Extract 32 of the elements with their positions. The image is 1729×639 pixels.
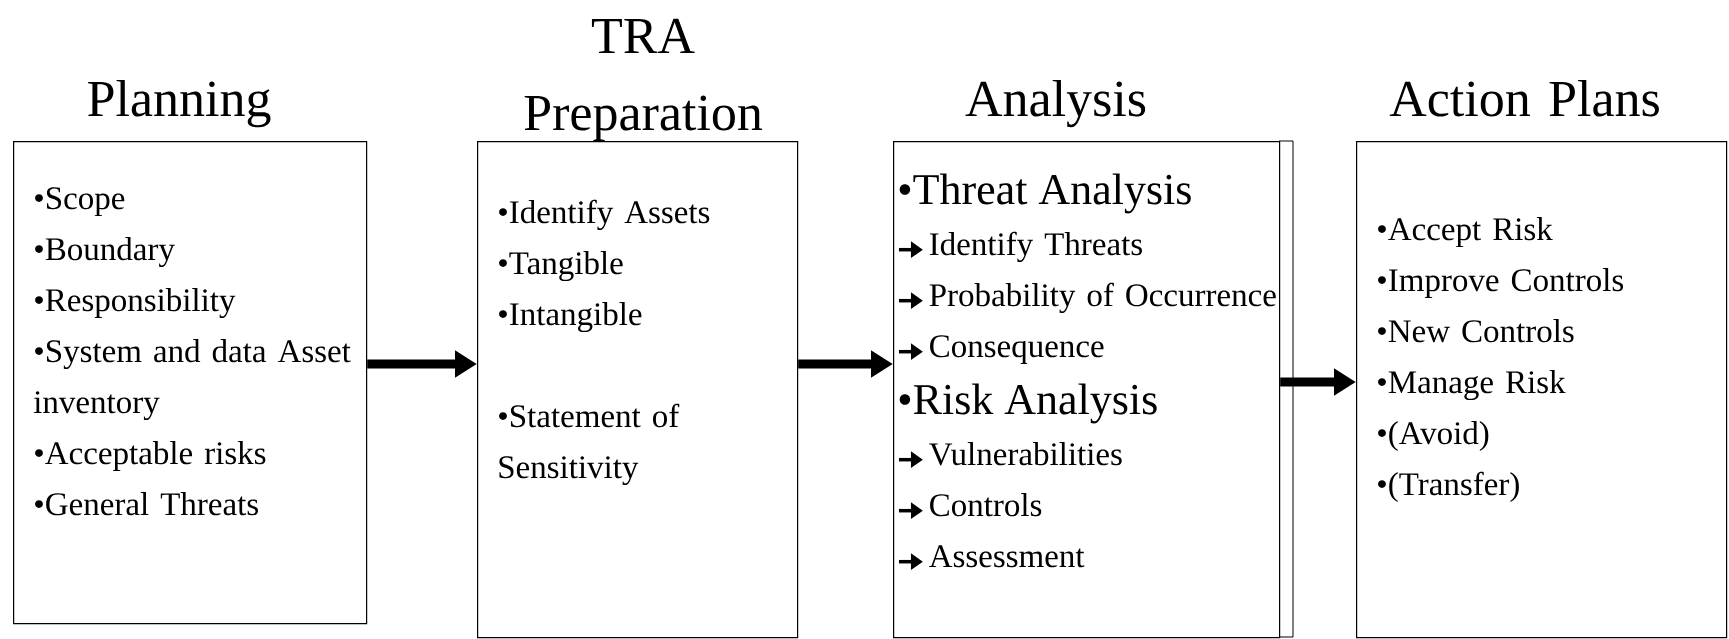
stage-box	[893, 79, 1294, 639]
stage-box	[13, 79, 368, 625]
stage-heading: Action Plans	[1389, 79, 1659, 117]
list-item: •Acceptable risks	[35, 441, 266, 471]
list-item: Identify Threats	[929, 231, 1142, 263]
list-item: Consequence	[930, 335, 1104, 364]
list-item: •Responsibility	[35, 288, 236, 319]
section-heading: •Risk Analysis	[899, 383, 1157, 424]
stage-heading: Analysis	[965, 79, 1146, 128]
list-item: •Statement of Sensitivity	[499, 403, 680, 486]
list-item: Controls	[930, 493, 1042, 517]
stage-box	[1356, 79, 1728, 639]
list-item: •Manage Risk	[1378, 370, 1566, 401]
list-item: •(Transfer)	[1378, 471, 1519, 502]
list-item: •Improve Controls	[1378, 268, 1624, 298]
list-item: •Tangible	[499, 251, 623, 282]
list-item: •General Threats	[35, 492, 258, 516]
list-item: Probability of Occurrence	[929, 282, 1276, 314]
list-item: •Boundary	[35, 237, 175, 268]
list-item: •(Avoid)	[1378, 421, 1489, 451]
list-item: Assessment	[929, 545, 1085, 568]
list-item: •Scope	[35, 187, 125, 216]
stage-heading: TRA Preparation	[524, 18, 763, 142]
stage-heading: Planning	[88, 79, 271, 128]
list-item: •Accept Risk	[1378, 217, 1553, 247]
list-item: •Intangible	[499, 302, 642, 333]
stage-box	[477, 18, 799, 639]
list-item: •System and data Asset inventory	[33, 339, 351, 421]
list-item: •Identify Assets	[499, 199, 710, 231]
list-item: Vulnerabilities	[929, 442, 1122, 466]
list-item: •New Controls	[1378, 319, 1574, 343]
section-heading: •Threat Analysis	[899, 173, 1191, 214]
